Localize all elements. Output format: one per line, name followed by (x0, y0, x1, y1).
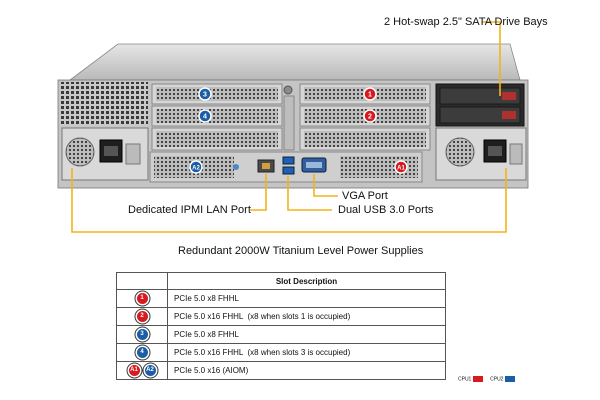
cpu1-swatch (472, 376, 483, 382)
center-thumbscrew (283, 85, 293, 95)
slot-description: PCIe 5.0 x16 (AIOM) (167, 361, 446, 380)
table-row: 2 PCIe 5.0 x16 FHHL (x8 when slots 1 is o… (116, 307, 446, 326)
slot-badge-cell: 1 (116, 289, 168, 308)
slot-description: PCIe 5.0 x16 FHHL (x8 when slots 3 is oc… (167, 343, 446, 362)
vga-port-label: VGA Port (342, 190, 388, 202)
slot-badge-cell: 3 (116, 325, 168, 344)
slot-badge-2: 2 (363, 109, 377, 123)
svg-text:2: 2 (368, 114, 372, 121)
pcie-slots-left (151, 83, 283, 151)
table-header: Slot Description (167, 272, 446, 290)
drive-bays (435, 83, 525, 127)
svg-text:1: 1 (368, 92, 372, 99)
ipmi-port-label: Dedicated IPMI LAN Port (128, 204, 251, 216)
table-row: 1 PCIe 5.0 x8 FHHL (116, 289, 446, 308)
slot-badge-cell: 4 (116, 343, 168, 362)
cpu1-label: CPU1 (458, 376, 472, 383)
usb-port-2 (282, 166, 295, 175)
slot-badge: 3 (136, 329, 148, 340)
slot-badge-cell: 2 (116, 307, 168, 326)
slot-badge-a1: A1 (394, 160, 408, 174)
drive-bays-label: 2 Hot-swap 2.5" SATA Drive Bays (384, 16, 548, 28)
chassis-top (68, 43, 521, 81)
slot-badge-a2: A2 (189, 160, 203, 174)
psu-left (61, 127, 149, 181)
slot-badge-3: 3 (198, 87, 212, 101)
left-vent (60, 82, 148, 126)
slot-badge: A1 (128, 365, 140, 376)
slot-description: PCIe 5.0 x16 FHHL (x8 when slots 1 is oc… (167, 307, 446, 326)
slot-badge: 1 (136, 293, 148, 304)
cpu-legend: CPU1 CPU2 (458, 376, 515, 382)
table-row: 4 PCIe 5.0 x16 FHHL (x8 when slots 3 is o… (116, 343, 446, 362)
svg-text:A1: A1 (397, 166, 405, 172)
svg-text:3: 3 (203, 92, 207, 99)
usb-port-1 (282, 156, 295, 165)
table-row: A1 A2 PCIe 5.0 x16 (AIOM) (116, 361, 446, 380)
table-header-row: Slot Description (116, 272, 446, 290)
slot-badge: 2 (136, 311, 148, 322)
slot-badge-1: 1 (363, 87, 377, 101)
slot-description: PCIe 5.0 x8 FHHL (167, 325, 446, 344)
psu-label: Redundant 2000W Titanium Level Power Sup… (178, 245, 424, 257)
server-rear-view: 3 4 1 2 A2 A1 (57, 21, 529, 233)
slot-description: PCIe 5.0 x8 FHHL (167, 289, 446, 308)
slot-badge: A2 (144, 365, 156, 376)
svg-text:A2: A2 (192, 166, 200, 172)
slot-badge-cell: A1 A2 (116, 361, 168, 380)
led-icon (233, 164, 239, 170)
slot-badge: 4 (136, 347, 148, 358)
callout-lines (71, 21, 507, 233)
table-row: 3 PCIe 5.0 x8 FHHL (116, 325, 446, 344)
psu-right (435, 127, 527, 181)
usb-ports-label: Dual USB 3.0 Ports (338, 204, 434, 216)
slot-badge-4: 4 (198, 109, 212, 123)
cpu2-label: CPU2 (490, 376, 504, 383)
cpu2-swatch (504, 376, 515, 382)
svg-text:4: 4 (203, 114, 207, 121)
